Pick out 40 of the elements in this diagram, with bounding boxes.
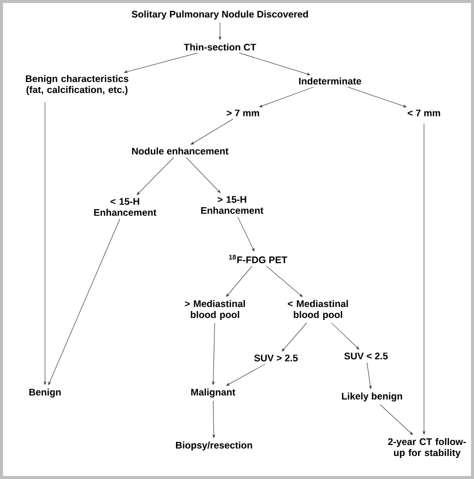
flow-text: SUV > 2.5 xyxy=(254,354,298,362)
arrow xyxy=(238,216,254,252)
flow-text: 2-year CT follow-up for stability xyxy=(388,438,466,458)
arrow xyxy=(331,322,360,350)
flow-text: Solitary Pulmonary Nodule Discovered xyxy=(132,10,308,20)
arrow xyxy=(124,52,198,73)
flow-text: Likely benign xyxy=(342,392,402,402)
arrow xyxy=(212,400,215,438)
arrow xyxy=(366,362,372,389)
arrow xyxy=(218,22,222,40)
flow-text: Malignant xyxy=(191,388,236,398)
flow-text: < 15-H Enhancement xyxy=(94,198,156,216)
flow-text: SUV < 2.5 xyxy=(344,352,388,360)
arrow xyxy=(186,157,220,193)
flow-text: Nodule enhancement xyxy=(132,147,228,155)
flow-text: Thin-section CT xyxy=(184,43,256,51)
arrow xyxy=(190,118,234,145)
arrow xyxy=(212,322,215,385)
arrow xyxy=(259,86,314,108)
arrow xyxy=(44,102,46,385)
flow-text: Biopsy/resection xyxy=(176,442,252,450)
flow-text: > 15-H Enhancement xyxy=(201,196,264,214)
arrow xyxy=(380,404,413,435)
flow-text: > Mediastinal blood pool xyxy=(184,300,245,320)
flow-text: Indeterminate xyxy=(299,77,362,85)
flow-text: Benign characteristics (fat, calcification, etc.) xyxy=(26,75,128,95)
arrow xyxy=(136,157,174,195)
arrow xyxy=(422,123,426,434)
arrow xyxy=(282,322,307,352)
arrow xyxy=(226,364,266,386)
flow-text: < Mediastinal blood pool xyxy=(288,300,348,320)
arrow xyxy=(239,52,310,76)
flow-text: < 7 mm xyxy=(408,110,440,116)
flow-text: > 7 mm xyxy=(226,110,260,116)
arrow xyxy=(348,86,406,108)
arrow xyxy=(48,218,120,385)
flow-text: $^{18}$F-FDG PET xyxy=(229,254,288,264)
flow-text: Benign xyxy=(29,388,61,398)
arrow xyxy=(266,266,303,297)
arrow xyxy=(226,266,252,297)
